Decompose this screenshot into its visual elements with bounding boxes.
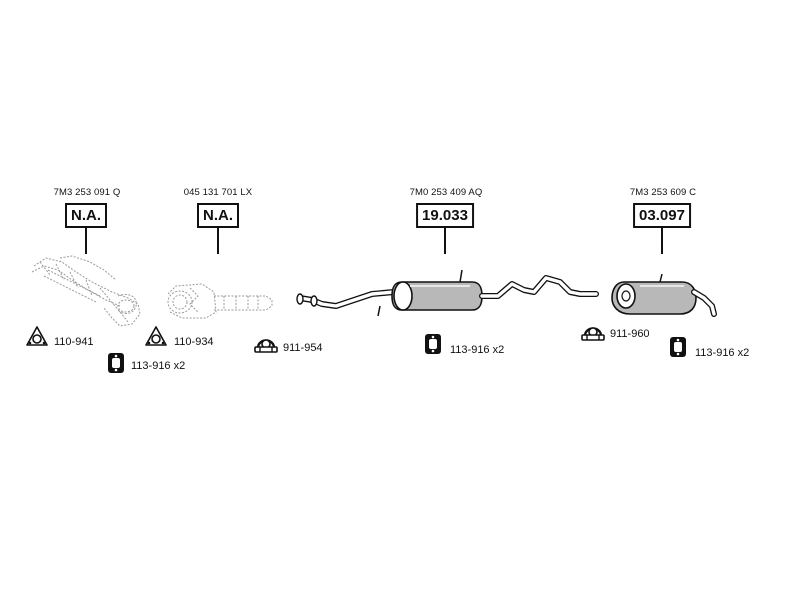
- gasket-icon: [145, 326, 167, 348]
- leader-line-manifold: [85, 227, 87, 254]
- reference-box-manifold: N.A.: [65, 203, 107, 228]
- exhaust-manifold-icon: [31, 255, 141, 327]
- fitting-label-mount-1: 113-916 x2: [131, 360, 186, 372]
- fitting-label-mount-2: 113-916 x2: [450, 344, 505, 356]
- oe-number-catalyst: 045 131 701 LX: [183, 187, 253, 198]
- catalytic-converter-icon: [167, 283, 273, 319]
- leader-line-middle-silencer: [444, 227, 446, 254]
- gasket-icon: [26, 326, 48, 348]
- oe-number-middle-silencer: 7M0 253 409 AQ: [409, 187, 483, 198]
- rear-silencer-icon: [611, 273, 717, 317]
- pipe-clamp-icon: [581, 320, 605, 342]
- rubber-mount-icon: [424, 333, 442, 355]
- rubber-mount-icon: [107, 352, 125, 374]
- reference-box-catalyst: N.A.: [197, 203, 239, 228]
- leader-line-rear-silencer: [661, 227, 663, 254]
- fitting-label-mount-3: 113-916 x2: [695, 347, 750, 359]
- fitting-label-clamp-2: 911-960: [610, 328, 650, 340]
- middle-silencer-icon: [296, 269, 599, 317]
- fitting-label-gasket-1: 110-941: [54, 336, 94, 348]
- leader-line-catalyst: [217, 227, 219, 254]
- oe-number-rear-silencer: 7M3 253 609 C: [629, 187, 697, 198]
- rubber-mount-icon: [669, 336, 687, 358]
- oe-number-manifold: 7M3 253 091 Q: [53, 187, 121, 198]
- fitting-label-clamp-1: 911-954: [283, 342, 323, 354]
- pipe-clamp-icon: [254, 332, 278, 354]
- fitting-label-gasket-2: 110-934: [174, 336, 214, 348]
